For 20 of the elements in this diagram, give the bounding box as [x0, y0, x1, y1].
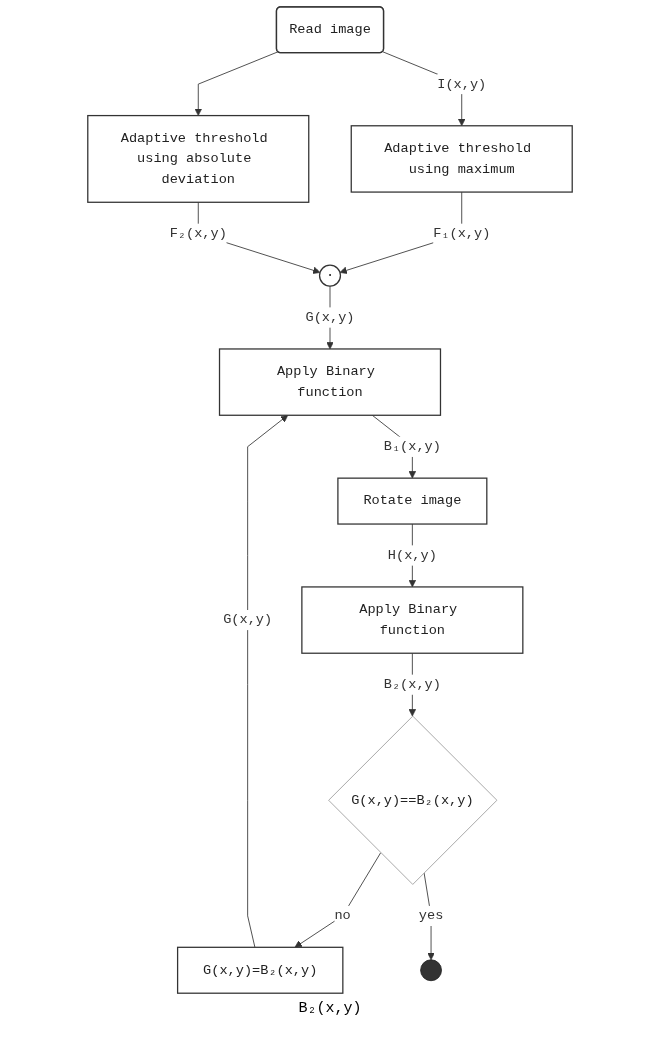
node-circle: [420, 959, 442, 982]
node-box: G(x,y)=B₂(x,y): [176, 946, 344, 994]
edge-label: B₂(x,y): [383, 677, 441, 693]
edge-label: G(x,y): [223, 612, 273, 628]
signal-label: B₂(x,y): [298, 1000, 362, 1017]
node-box: Adaptive threshold using absolute deviation: [87, 114, 310, 203]
node-circle: ·: [318, 264, 342, 287]
edge-label: F₂(x,y): [169, 226, 227, 242]
node-box: Apply Binary function: [218, 348, 442, 416]
edge-label: H(x,y): [387, 547, 437, 564]
edge-label: yes: [418, 908, 444, 924]
edge-label: no: [334, 908, 351, 924]
edge-label: B₁(x,y): [383, 439, 441, 455]
edge-label: F₁(x,y): [433, 226, 491, 242]
node-box: Rotate image: [337, 477, 488, 525]
node-box: Adaptive threshold using maximum: [350, 125, 573, 193]
edge-label: G(x,y): [305, 309, 355, 326]
node-diamond: G(x,y)==B₂(x,y): [328, 715, 498, 885]
edge-label: I(x,y): [437, 76, 487, 92]
node-box: Apply Binary function: [301, 586, 524, 654]
